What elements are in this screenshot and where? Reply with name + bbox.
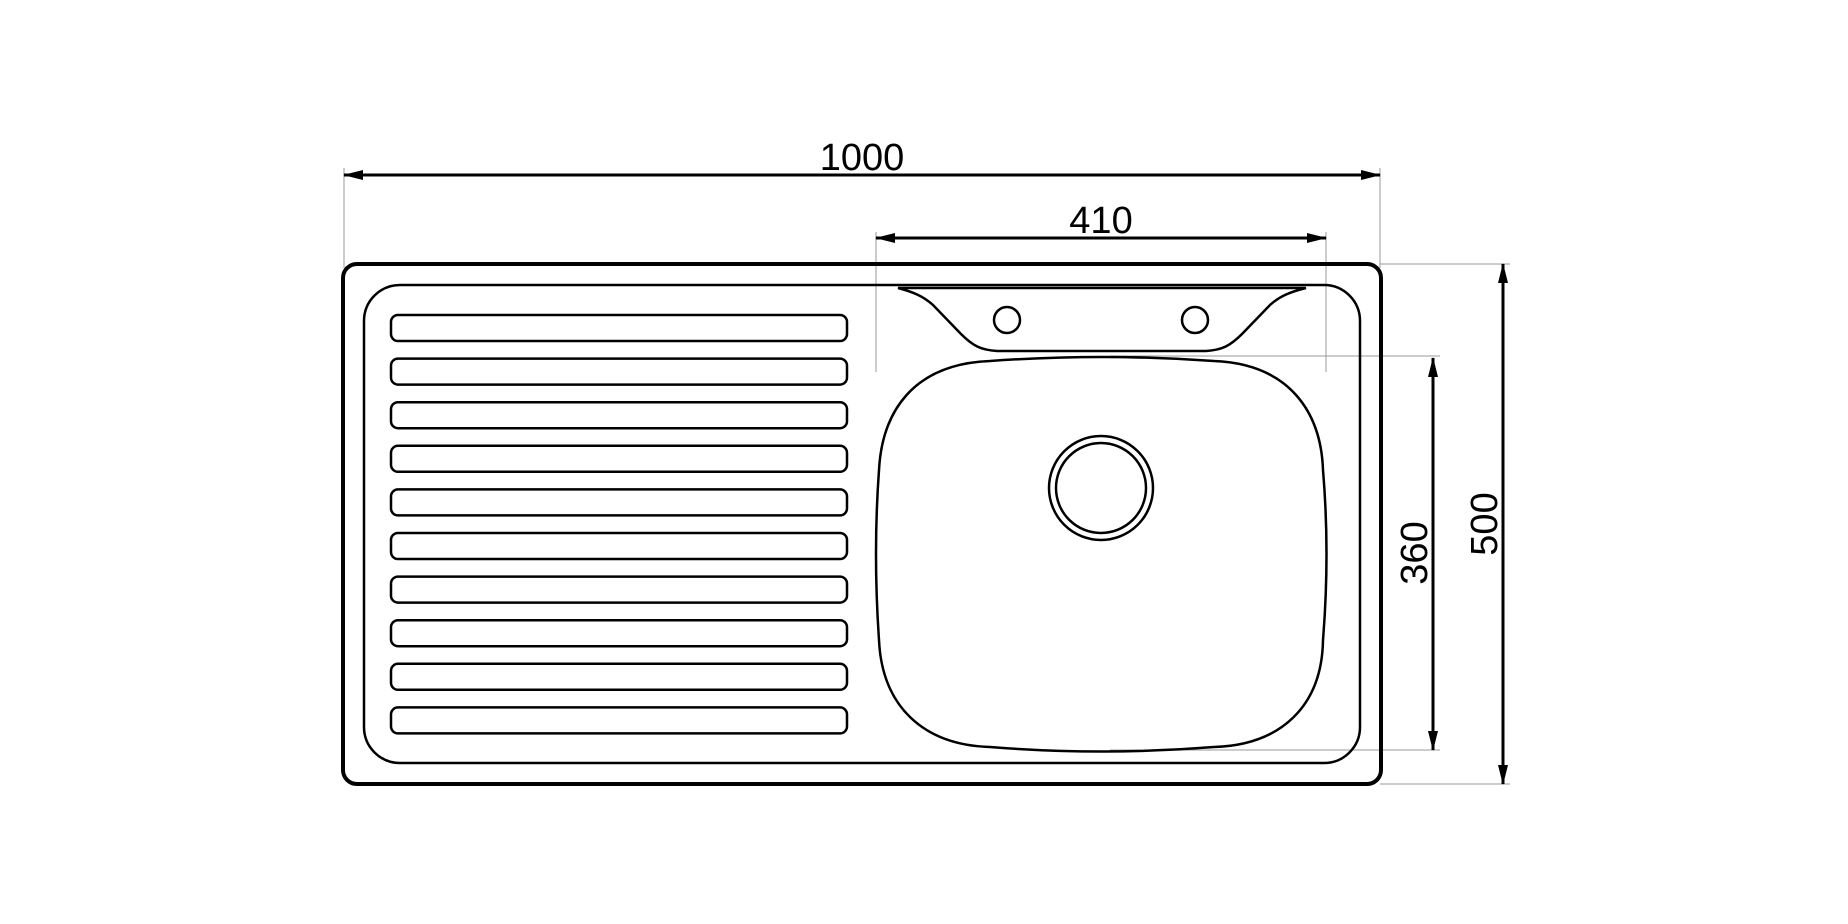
drainboard-grooves bbox=[389, 313, 849, 735]
sink-bowl bbox=[874, 355, 1328, 753]
drainboard-groove bbox=[389, 531, 849, 561]
overall-width-label: 1000 bbox=[820, 137, 905, 179]
tap-ledge bbox=[897, 286, 1307, 353]
bowl-depth-label: 360 bbox=[1394, 521, 1436, 584]
drain-outer-icon bbox=[1047, 434, 1155, 542]
tap-hole-left-icon bbox=[992, 305, 1022, 335]
drainboard-groove bbox=[389, 444, 849, 474]
bowl-outline bbox=[874, 355, 1328, 753]
sink-outer-rim bbox=[341, 262, 1383, 786]
drainboard-groove bbox=[389, 488, 849, 517]
drainboard-groove bbox=[389, 313, 849, 343]
bowl-width-label: 410 bbox=[1069, 200, 1132, 242]
sink-inner-rim bbox=[362, 283, 1362, 765]
tap-ledge-outline bbox=[897, 286, 1307, 353]
overall-depth-label: 500 bbox=[1464, 492, 1506, 555]
drainboard-groove bbox=[389, 357, 849, 386]
drain-inner-icon bbox=[1054, 441, 1148, 535]
drainboard-groove bbox=[389, 618, 849, 648]
drainboard-groove bbox=[389, 575, 849, 604]
dimension-lines bbox=[343, 170, 1508, 785]
drainboard-groove bbox=[389, 400, 849, 430]
tap-hole-right-icon bbox=[1180, 305, 1210, 335]
drainboard-groove bbox=[389, 662, 849, 692]
drainboard-groove bbox=[389, 706, 849, 735]
sink-body bbox=[341, 262, 1383, 786]
extension-lines bbox=[343, 168, 1510, 785]
